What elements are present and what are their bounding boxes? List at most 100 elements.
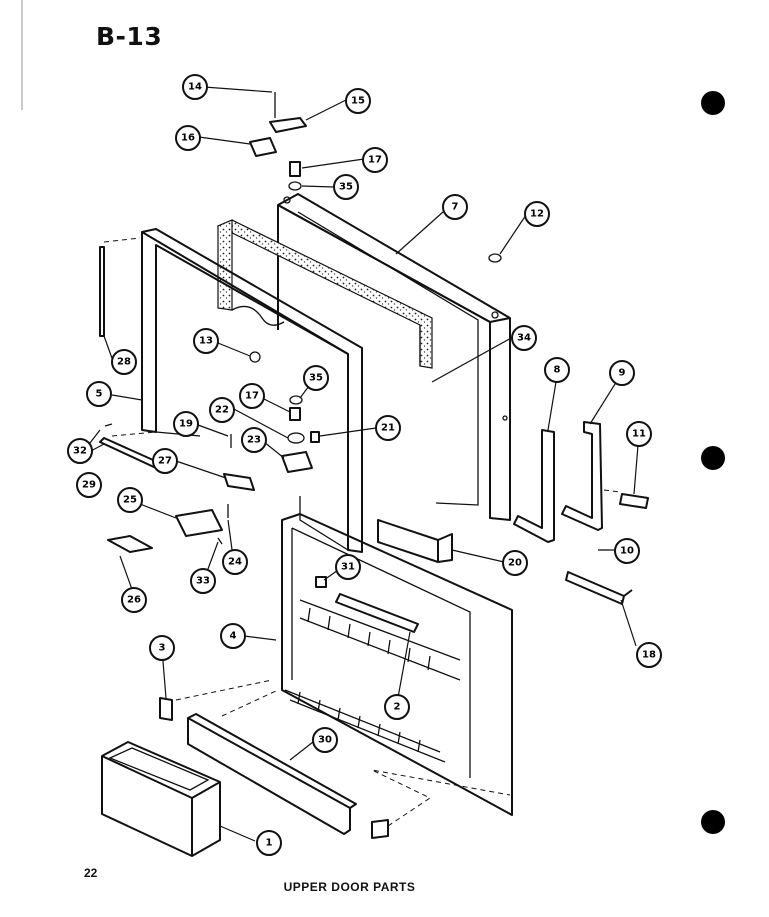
callout-9: 9: [609, 360, 635, 386]
svg-text:20: 20: [508, 558, 522, 569]
svg-text:2: 2: [394, 702, 401, 713]
callout-7: 7: [442, 194, 468, 220]
callout-31: 31: [335, 554, 361, 580]
svg-text:17: 17: [245, 391, 259, 402]
callout-22: 22: [209, 397, 235, 423]
leader-dash: [371, 769, 511, 827]
svg-text:32: 32: [73, 446, 87, 457]
svg-text:29: 29: [82, 480, 96, 491]
svg-text:22: 22: [215, 405, 229, 416]
callout-29: 29: [76, 472, 102, 498]
svg-text:11: 11: [632, 429, 646, 440]
page-title: B-13: [96, 22, 163, 51]
leader-dash: [175, 679, 273, 701]
binder-hole: [701, 810, 725, 834]
callout-1: 1: [256, 830, 282, 856]
svg-text:31: 31: [341, 562, 355, 573]
part-5-door-frame: [141, 228, 363, 553]
svg-text:7: 7: [452, 202, 459, 213]
svg-text:1: 1: [266, 838, 273, 849]
part-34-foam-insulation: [216, 219, 433, 369]
callout-11: 11: [626, 421, 652, 447]
callout-27: 27: [152, 448, 178, 474]
svg-text:28: 28: [117, 357, 131, 368]
part-1-door-bin: [101, 741, 221, 857]
part-18-bracket: [565, 571, 633, 605]
callout-18: 18: [636, 642, 662, 668]
binder-hole: [701, 446, 725, 470]
part-20-trim-strip: [377, 519, 453, 563]
svg-text:23: 23: [247, 435, 261, 446]
callout-20: 20: [502, 550, 528, 576]
callout-17-center: 17: [239, 383, 265, 409]
callout-21: 21: [375, 415, 401, 441]
svg-text:35: 35: [309, 373, 323, 384]
svg-text:8: 8: [554, 365, 561, 376]
callout-26: 26: [121, 587, 147, 613]
bottom-bracket: [371, 819, 389, 839]
binder-hole: [701, 91, 725, 115]
callout-4: 4: [220, 623, 246, 649]
callout-17-top: 17: [362, 147, 388, 173]
part-12-plug: [488, 253, 502, 263]
callout-19: 19: [173, 411, 199, 437]
svg-text:34: 34: [517, 333, 531, 344]
part-33-screw: [217, 537, 223, 545]
part-3-hinge-part: [159, 697, 173, 721]
part-25-hinge: [175, 509, 223, 537]
part-27-hinge-plate: [223, 473, 255, 491]
top-hinge-assembly: [249, 92, 307, 191]
part-28-gasket-strip: [99, 237, 141, 337]
leader-dash: [603, 489, 621, 493]
svg-text:5: 5: [96, 389, 103, 400]
svg-text:4: 4: [230, 631, 237, 642]
callout-30: 30: [312, 727, 338, 753]
svg-text:25: 25: [123, 495, 137, 506]
callout-34: 34: [511, 325, 537, 351]
svg-text:14: 14: [188, 82, 202, 93]
svg-text:10: 10: [620, 546, 634, 557]
svg-text:35: 35: [339, 182, 353, 193]
part-31-clip: [315, 576, 327, 588]
callout-28: 28: [111, 349, 137, 375]
callout-16: 16: [175, 125, 201, 151]
part-9-hinge-bracket: [561, 421, 603, 531]
callout-35-center: 35: [303, 365, 329, 391]
svg-text:19: 19: [179, 419, 193, 430]
callout-5: 5: [86, 381, 112, 407]
callout-24: 24: [222, 549, 248, 575]
part-4-door-liner: [281, 513, 513, 816]
leader-dash: [221, 689, 279, 717]
part-8-hinge-bracket: [513, 429, 555, 543]
callout-25: 25: [117, 487, 143, 513]
svg-text:9: 9: [619, 368, 626, 379]
callout-10: 10: [614, 538, 640, 564]
svg-text:27: 27: [158, 456, 172, 467]
svg-text:13: 13: [199, 336, 213, 347]
callout-14: 14: [182, 74, 208, 100]
callout-3: 3: [149, 635, 175, 661]
part-11-strip: [619, 493, 649, 509]
svg-text:12: 12: [530, 209, 544, 220]
callout-8: 8: [544, 357, 570, 383]
callout-2: 2: [384, 694, 410, 720]
callout-leaders: [82, 86, 640, 842]
callout-32: 32: [67, 438, 93, 464]
part-26-hinge-base: [107, 535, 153, 553]
svg-text:3: 3: [159, 643, 166, 654]
figure-caption: UPPER DOOR PARTS: [283, 880, 416, 894]
callout-33: 33: [190, 568, 216, 594]
svg-text:21: 21: [381, 423, 395, 434]
svg-text:26: 26: [127, 595, 141, 606]
callout-13: 13: [193, 328, 219, 354]
part-32-screw: [104, 423, 113, 427]
callout-23: 23: [241, 427, 267, 453]
svg-text:16: 16: [181, 133, 195, 144]
svg-text:18: 18: [642, 650, 656, 661]
page-number: 22: [84, 866, 98, 880]
svg-text:30: 30: [318, 735, 332, 746]
callout-35-top: 35: [333, 174, 359, 200]
part-7-outer-door-panel: [277, 193, 511, 521]
callout-15: 15: [345, 88, 371, 114]
